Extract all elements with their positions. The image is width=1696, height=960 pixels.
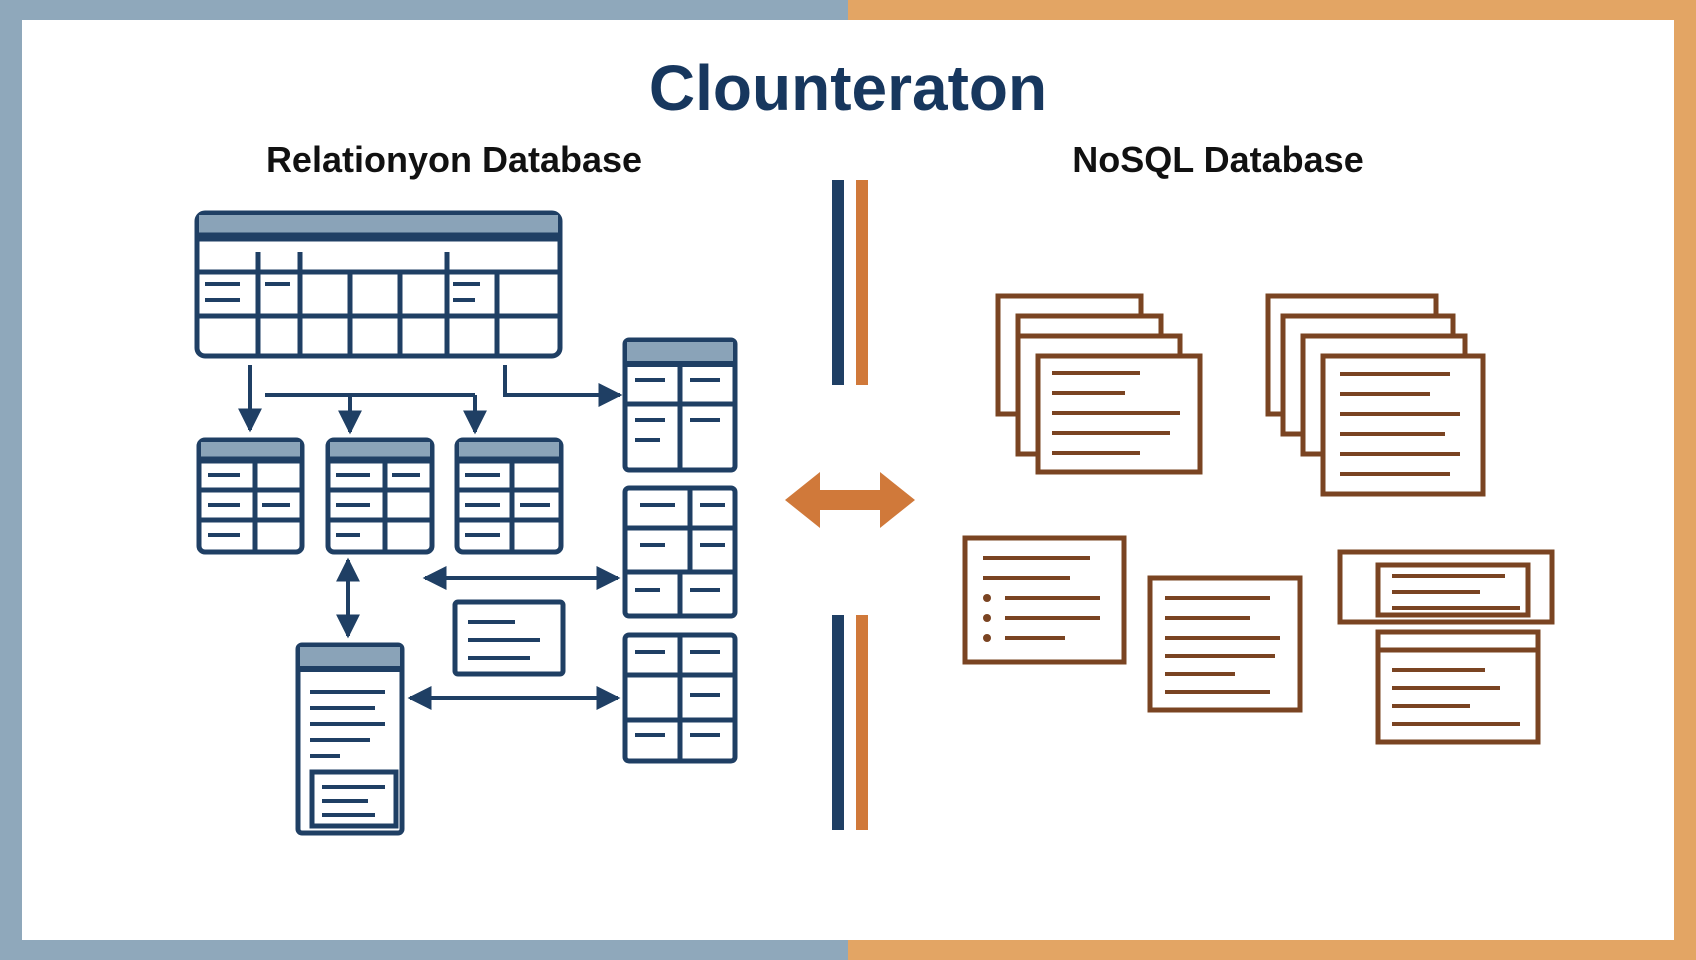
page-title: Clounteraton xyxy=(649,52,1047,124)
relational-diagram xyxy=(194,210,738,836)
record-box xyxy=(452,599,566,677)
table-right-1 xyxy=(622,337,738,473)
main-table xyxy=(194,210,563,359)
table-small-1 xyxy=(196,437,305,555)
document-1 xyxy=(962,535,1127,665)
center-divider-top xyxy=(832,180,868,385)
table-right-2 xyxy=(622,485,738,619)
document-2 xyxy=(1147,575,1303,713)
document-stack-2 xyxy=(1265,293,1486,497)
table-document xyxy=(295,642,405,836)
table-right-3 xyxy=(622,632,738,764)
nosql-diagram xyxy=(962,293,1555,745)
document-3-nested xyxy=(1337,549,1555,745)
nosql-heading: NoSQL Database xyxy=(1072,139,1363,180)
center-divider-bottom xyxy=(832,615,868,830)
connector-main-to-r1 xyxy=(503,365,623,407)
double-arrow-icon xyxy=(785,472,915,528)
table-small-2 xyxy=(325,437,435,555)
relational-heading: Relationyon Database xyxy=(266,139,642,180)
table-small-3 xyxy=(454,437,564,555)
document-stack-1 xyxy=(995,293,1203,475)
